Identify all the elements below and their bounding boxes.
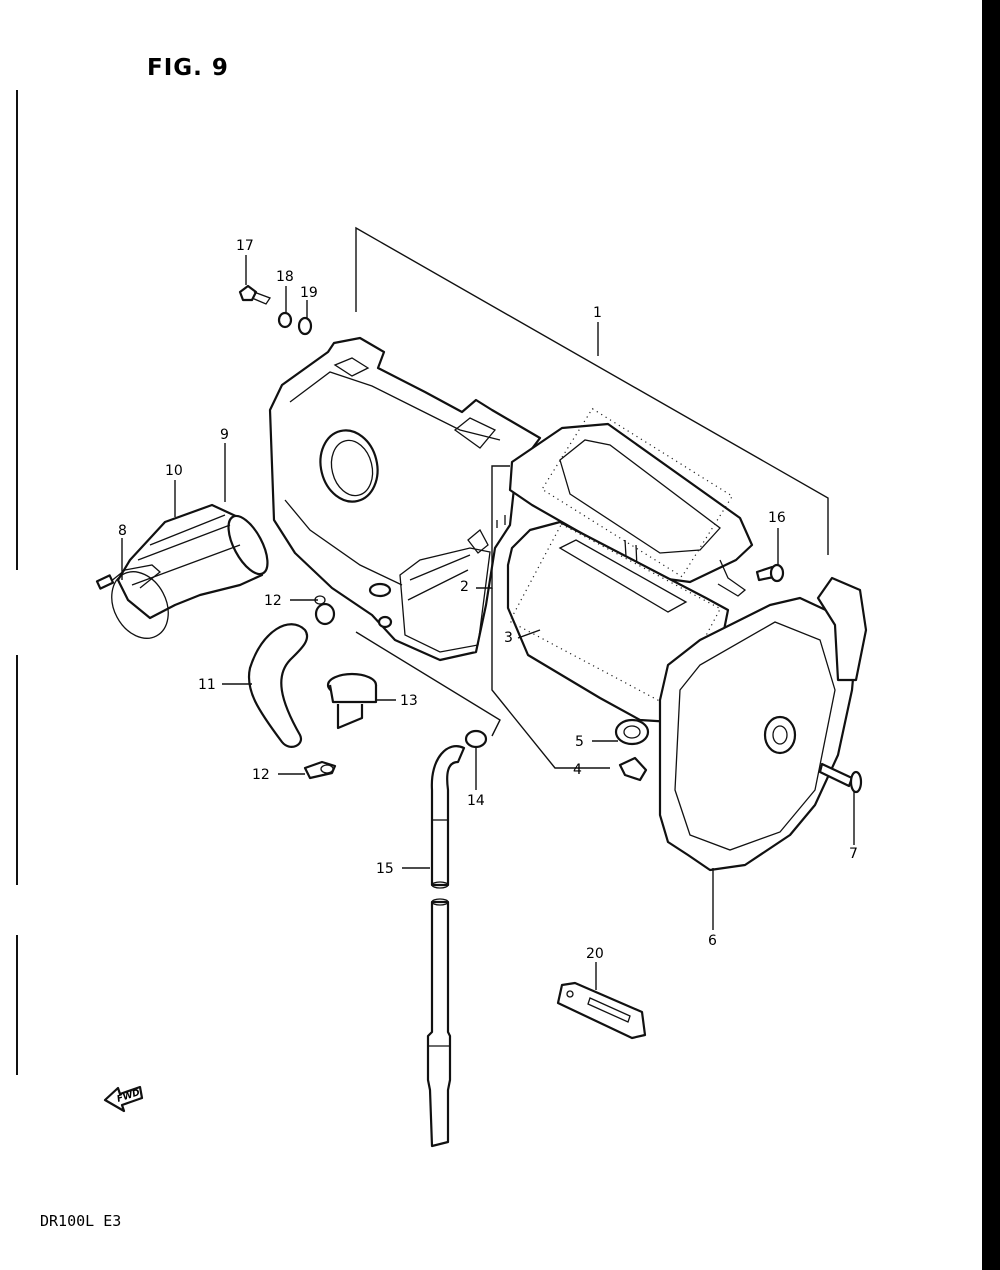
callout-5: 5 <box>575 734 584 750</box>
assembly-bracket-1 <box>355 226 829 555</box>
inlet-pipe <box>95 503 269 639</box>
part-4 <box>618 756 648 782</box>
callout-14: 14 <box>467 793 485 809</box>
leader-lines <box>121 255 855 990</box>
tube-15 <box>430 745 466 889</box>
strap-20 <box>556 981 647 1040</box>
scan-left-edge <box>16 90 18 570</box>
hose-11 <box>247 623 309 748</box>
bolt-7 <box>818 762 863 794</box>
callout-7: 7 <box>849 846 858 862</box>
callout-18: 18 <box>276 269 294 285</box>
callout-8: 8 <box>118 523 127 539</box>
case-cover <box>658 576 868 872</box>
callout-3: 3 <box>504 630 513 646</box>
clamp-14 <box>464 729 488 749</box>
callout-1: 1 <box>593 305 602 321</box>
callout-11: 11 <box>198 677 216 693</box>
figure-title: FIG. 9 <box>147 55 229 81</box>
part-13 <box>326 672 378 730</box>
part-5 <box>614 718 650 746</box>
drain-tube <box>426 898 452 1148</box>
clamp-12-upper <box>314 595 336 626</box>
callout-4: 4 <box>573 762 582 778</box>
model-code: DR100L E3 <box>40 1212 121 1230</box>
bolt-17 <box>238 284 271 305</box>
scan-edge-bar <box>982 0 1000 1270</box>
callout-10: 10 <box>165 463 183 479</box>
fwd-arrow: FWD <box>103 1085 144 1113</box>
callout-12-upper: 12 <box>264 593 282 609</box>
bolt-16 <box>755 563 785 583</box>
callout-12-lower: 12 <box>252 767 270 783</box>
scan-left-edge <box>16 655 18 885</box>
callout-2: 2 <box>460 579 469 595</box>
leader-bracket <box>355 631 501 737</box>
callout-15: 15 <box>376 861 394 877</box>
callout-13: 13 <box>400 693 418 709</box>
washer-19 <box>297 316 313 336</box>
clamp-12-lower <box>303 760 337 780</box>
callout-9: 9 <box>220 427 229 443</box>
callout-20: 20 <box>586 946 604 962</box>
callout-6: 6 <box>708 933 717 949</box>
callout-labels: 1 2 3 4 5 6 7 8 9 10 11 12 12 13 14 15 1… <box>118 238 858 962</box>
scan-left-edge <box>16 935 18 1075</box>
callout-19: 19 <box>300 285 318 301</box>
washer-18 <box>277 311 293 329</box>
callout-16: 16 <box>768 510 786 526</box>
air-cleaner-case <box>268 336 542 662</box>
callout-17: 17 <box>236 238 254 254</box>
